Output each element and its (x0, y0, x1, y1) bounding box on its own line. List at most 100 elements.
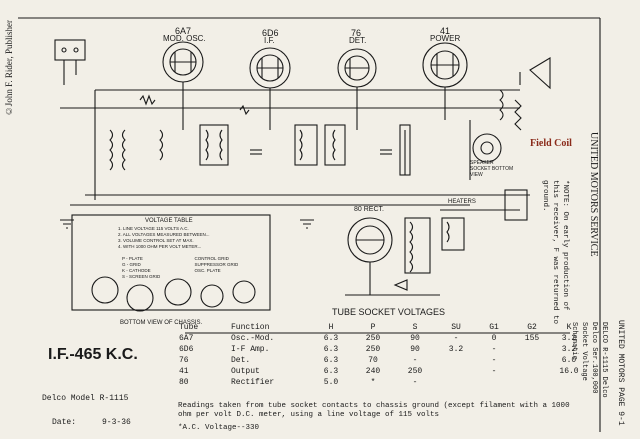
tube-label-6d6-role: I.F. (264, 36, 275, 45)
legend-item: P - PLATE (122, 256, 143, 261)
bottom-view-label: BOTTOM VIEW OF CHASSIS. (120, 320, 203, 326)
page-side-line: DELCO R-1115 Delco (600, 322, 608, 398)
voltage-legend: P - PLATE G - GRID K - CATHODE S - SCREE… (122, 256, 262, 280)
table-note: Readings taken from tube socket contacts… (178, 402, 570, 419)
page-side-line: Socket Voltage (580, 322, 588, 381)
tube-label-76-role: DET. (349, 36, 367, 45)
table-cell: 250 (365, 345, 381, 354)
page-header: UNITED MOTORS PAGE 9-1 (616, 320, 625, 426)
col-header: K (566, 323, 572, 332)
tube-6d6 (249, 47, 291, 89)
table-cell: - (453, 334, 459, 343)
col-header: G1 (489, 323, 499, 332)
table-cell: 90 (410, 345, 420, 354)
table-cell: 6.3 (323, 345, 339, 354)
legend-item: CONTROL GRID (194, 256, 229, 261)
rect-label: 80 RECT. (354, 206, 384, 213)
table-cell: 3.2 (561, 334, 577, 343)
early-production-note: *NOTE: On early production of this recei… (541, 180, 569, 325)
table-cell: 250 (407, 367, 423, 376)
table-row: 41 Output 6.3 240 250 - 16.0 (178, 366, 586, 377)
table-cell: 240 (365, 367, 381, 376)
table-cell: 6.3 (323, 367, 339, 376)
table-cell: - (412, 378, 418, 387)
table-cell: - (491, 367, 497, 376)
voltage-note: 4. WITH 1000 OHM PER VOLT METER... (118, 244, 202, 249)
voltage-note: 1. LINE VOLTAGE 115 VOLTS A.C. (118, 226, 189, 231)
ac-voltage-note: *A.C. Voltage--330 (178, 424, 260, 432)
table-cell (512, 377, 552, 388)
col-header: Tube (179, 323, 199, 332)
table-cell: 155 (524, 334, 540, 343)
table-cell: - (491, 345, 497, 354)
speaker-socket-label: SPEAKER SOCKET BOTTOM VIEW (470, 160, 514, 178)
legend-item: OSC. PLATE (194, 268, 221, 273)
table-cell: 6.3 (323, 334, 339, 343)
table-cell: 3.2 (561, 345, 577, 354)
tube-label-41-role: POWER (430, 34, 461, 43)
tube-label-6a7-role: MOD. OSC. (163, 34, 206, 43)
page-side-line: Schematic (570, 322, 578, 360)
tube-label-76-type: 76 (351, 28, 362, 38)
model-label: Delco Model R-1115 (42, 394, 129, 403)
field-coil-label: Field Coil (530, 138, 572, 149)
table-row: 6A7 Osc.-Mod. 6.3 250 90 - 0 155 3.2 (178, 333, 586, 344)
table-cell: 16.0 (559, 367, 579, 376)
table-cell: 3.2 (448, 345, 464, 354)
table-cell: 76 (179, 356, 189, 365)
legend-item: K - CATHODE (122, 268, 151, 273)
tube-6a7 (162, 41, 204, 83)
united-motors-service: UNITED MOTORS SERVICE (588, 132, 599, 257)
tube-label-6a7-type: 6A7 (175, 26, 192, 36)
legend-item: S - SCREEN GRID (122, 274, 161, 279)
voltage-table-title: VOLTAGE TABLE (145, 218, 193, 224)
table-cell: * (370, 378, 376, 387)
legend-item: SUPPRESSOR GRID (194, 262, 239, 267)
socket-voltage-table: Tube Function H P S SU G1 G2 K 6A7 Osc.-M… (178, 322, 586, 388)
table-cell (436, 355, 476, 366)
table-cell: 6A7 (179, 334, 194, 343)
table-cell: 0 (491, 334, 497, 343)
col-header: SU (451, 323, 461, 332)
tube-label-41-type: 41 (440, 26, 451, 36)
copyright: ©John F. Rider, Publisher (4, 20, 14, 117)
table-cell (476, 377, 512, 388)
table-cell: 5.0 (323, 378, 339, 387)
col-header: S (412, 323, 418, 332)
table-cell (512, 355, 552, 366)
table-cell (512, 366, 552, 377)
table-row: 6D6 I-F Amp. 6.3 250 90 3.2 - 3.2 (178, 344, 586, 355)
table-cell: 41 (179, 367, 189, 376)
col-header: P (370, 323, 376, 332)
table-cell: Rectifier (231, 378, 275, 387)
col-header: G2 (527, 323, 537, 332)
page-side-line: Delco Ser.100,000 (590, 322, 598, 394)
voltage-note: 2. ALL VOLTAGES MEASURED BETWEEN... (118, 232, 210, 237)
table-cell: 250 (365, 334, 381, 343)
table-cell: Output (231, 367, 260, 376)
page-side-lines: DELCO R-1115 Delco Delco Ser.100,000 Soc… (570, 322, 608, 398)
col-header: Function (231, 323, 270, 332)
date-label: Date: (52, 418, 77, 427)
table-cell: - (412, 356, 418, 365)
table-cell: 90 (410, 334, 420, 343)
table-cell: 6D6 (179, 345, 194, 354)
table-cell: 6.3 (323, 356, 339, 365)
date-value: 9-3-36 (102, 418, 131, 427)
table-header-row: Tube Function H P S SU G1 G2 K (178, 322, 586, 333)
heaters-label: HEATERS (448, 199, 476, 205)
socket-voltages-label: TUBE SOCKET VOLTAGES (332, 307, 446, 317)
legend-item: G - GRID (122, 262, 141, 267)
tube-41 (422, 42, 468, 88)
table-cell (436, 366, 476, 377)
table-cell: Osc.-Mod. (231, 334, 275, 343)
table-cell (512, 344, 552, 355)
table-cell: 6.0 (561, 356, 577, 365)
table-cell: I-F Amp. (231, 345, 270, 354)
col-header: H (328, 323, 334, 332)
